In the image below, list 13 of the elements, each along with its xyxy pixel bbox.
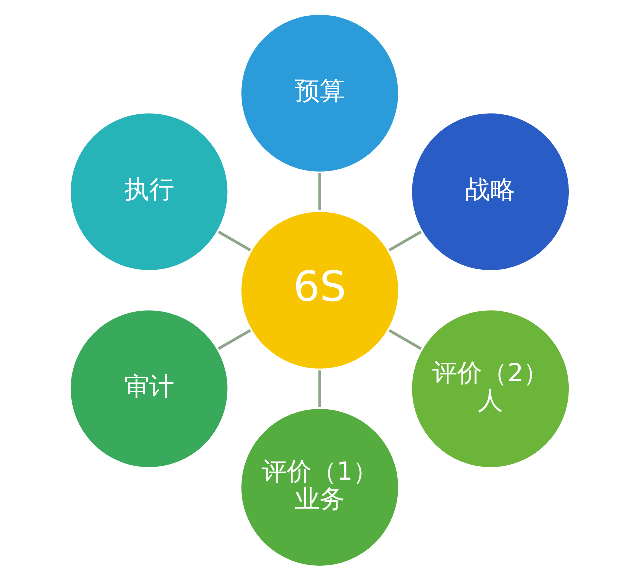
node-circle: 战略 bbox=[410, 110, 572, 274]
connector bbox=[388, 329, 422, 350]
connector bbox=[318, 174, 322, 210]
node-circle: 评价（1） 业务 bbox=[238, 406, 402, 569]
connector bbox=[218, 230, 252, 252]
node-circle: 预算 bbox=[238, 12, 402, 175]
node-circle: 6S bbox=[238, 209, 402, 372]
node-circle: 执行 bbox=[68, 110, 230, 274]
connector bbox=[318, 370, 322, 408]
connector bbox=[218, 329, 252, 350]
node-circle: 审计 bbox=[68, 308, 230, 470]
node-circle: 评价（2） 人 bbox=[410, 308, 572, 470]
connector bbox=[388, 230, 422, 252]
